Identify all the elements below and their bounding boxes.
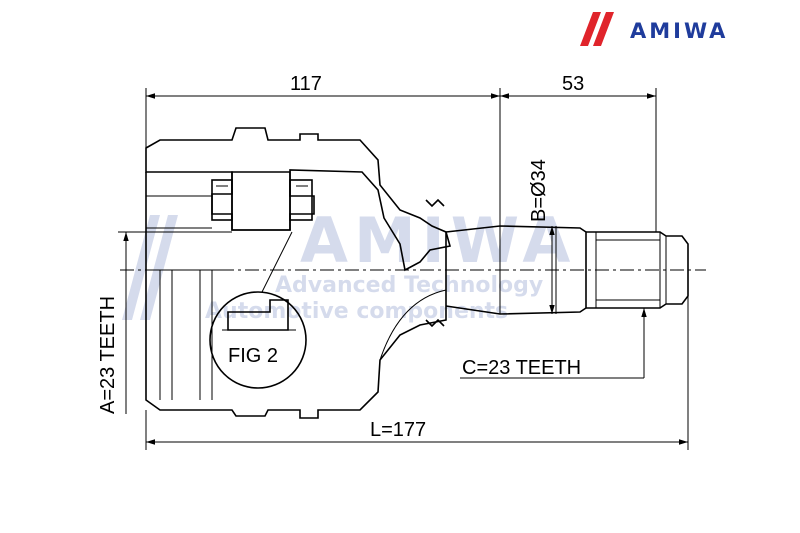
logo-slash-1 [580, 12, 601, 46]
dim-l-label: L=177 [370, 419, 426, 441]
amiwa-logo: AMIWA [580, 12, 728, 46]
dim-b-diameter: B=Ø34 [528, 159, 555, 314]
dim-53: 53 [500, 73, 657, 232]
dim-a-label: A=23 TEETH [97, 296, 119, 414]
dim-117: 117 [145, 73, 501, 226]
dim-53-label: 53 [562, 73, 584, 95]
dim-l-length: L=177 [145, 296, 689, 450]
watermark-brand: AMIWA [300, 204, 576, 277]
dim-b-label: B=Ø34 [528, 159, 550, 222]
housing-outline [145, 172, 447, 419]
housing-section [145, 127, 452, 272]
dim-c-teeth: C=23 TEETH [460, 308, 647, 379]
fig2-label: FIG 2 [228, 345, 278, 367]
fig2-callout: FIG 2 [209, 231, 307, 389]
watermark-line-1: Advanced Technology [275, 273, 543, 298]
dim-117-label: 117 [290, 73, 322, 95]
shaft [445, 225, 689, 315]
watermark: AMIWA Advanced Technology Automotive com… [122, 204, 576, 324]
logo-text: AMIWA [630, 19, 728, 43]
dim-c-label: C=23 TEETH [462, 357, 581, 379]
logo-slash-2 [593, 12, 614, 46]
dim-a-teeth: A=23 TEETH [97, 231, 232, 414]
